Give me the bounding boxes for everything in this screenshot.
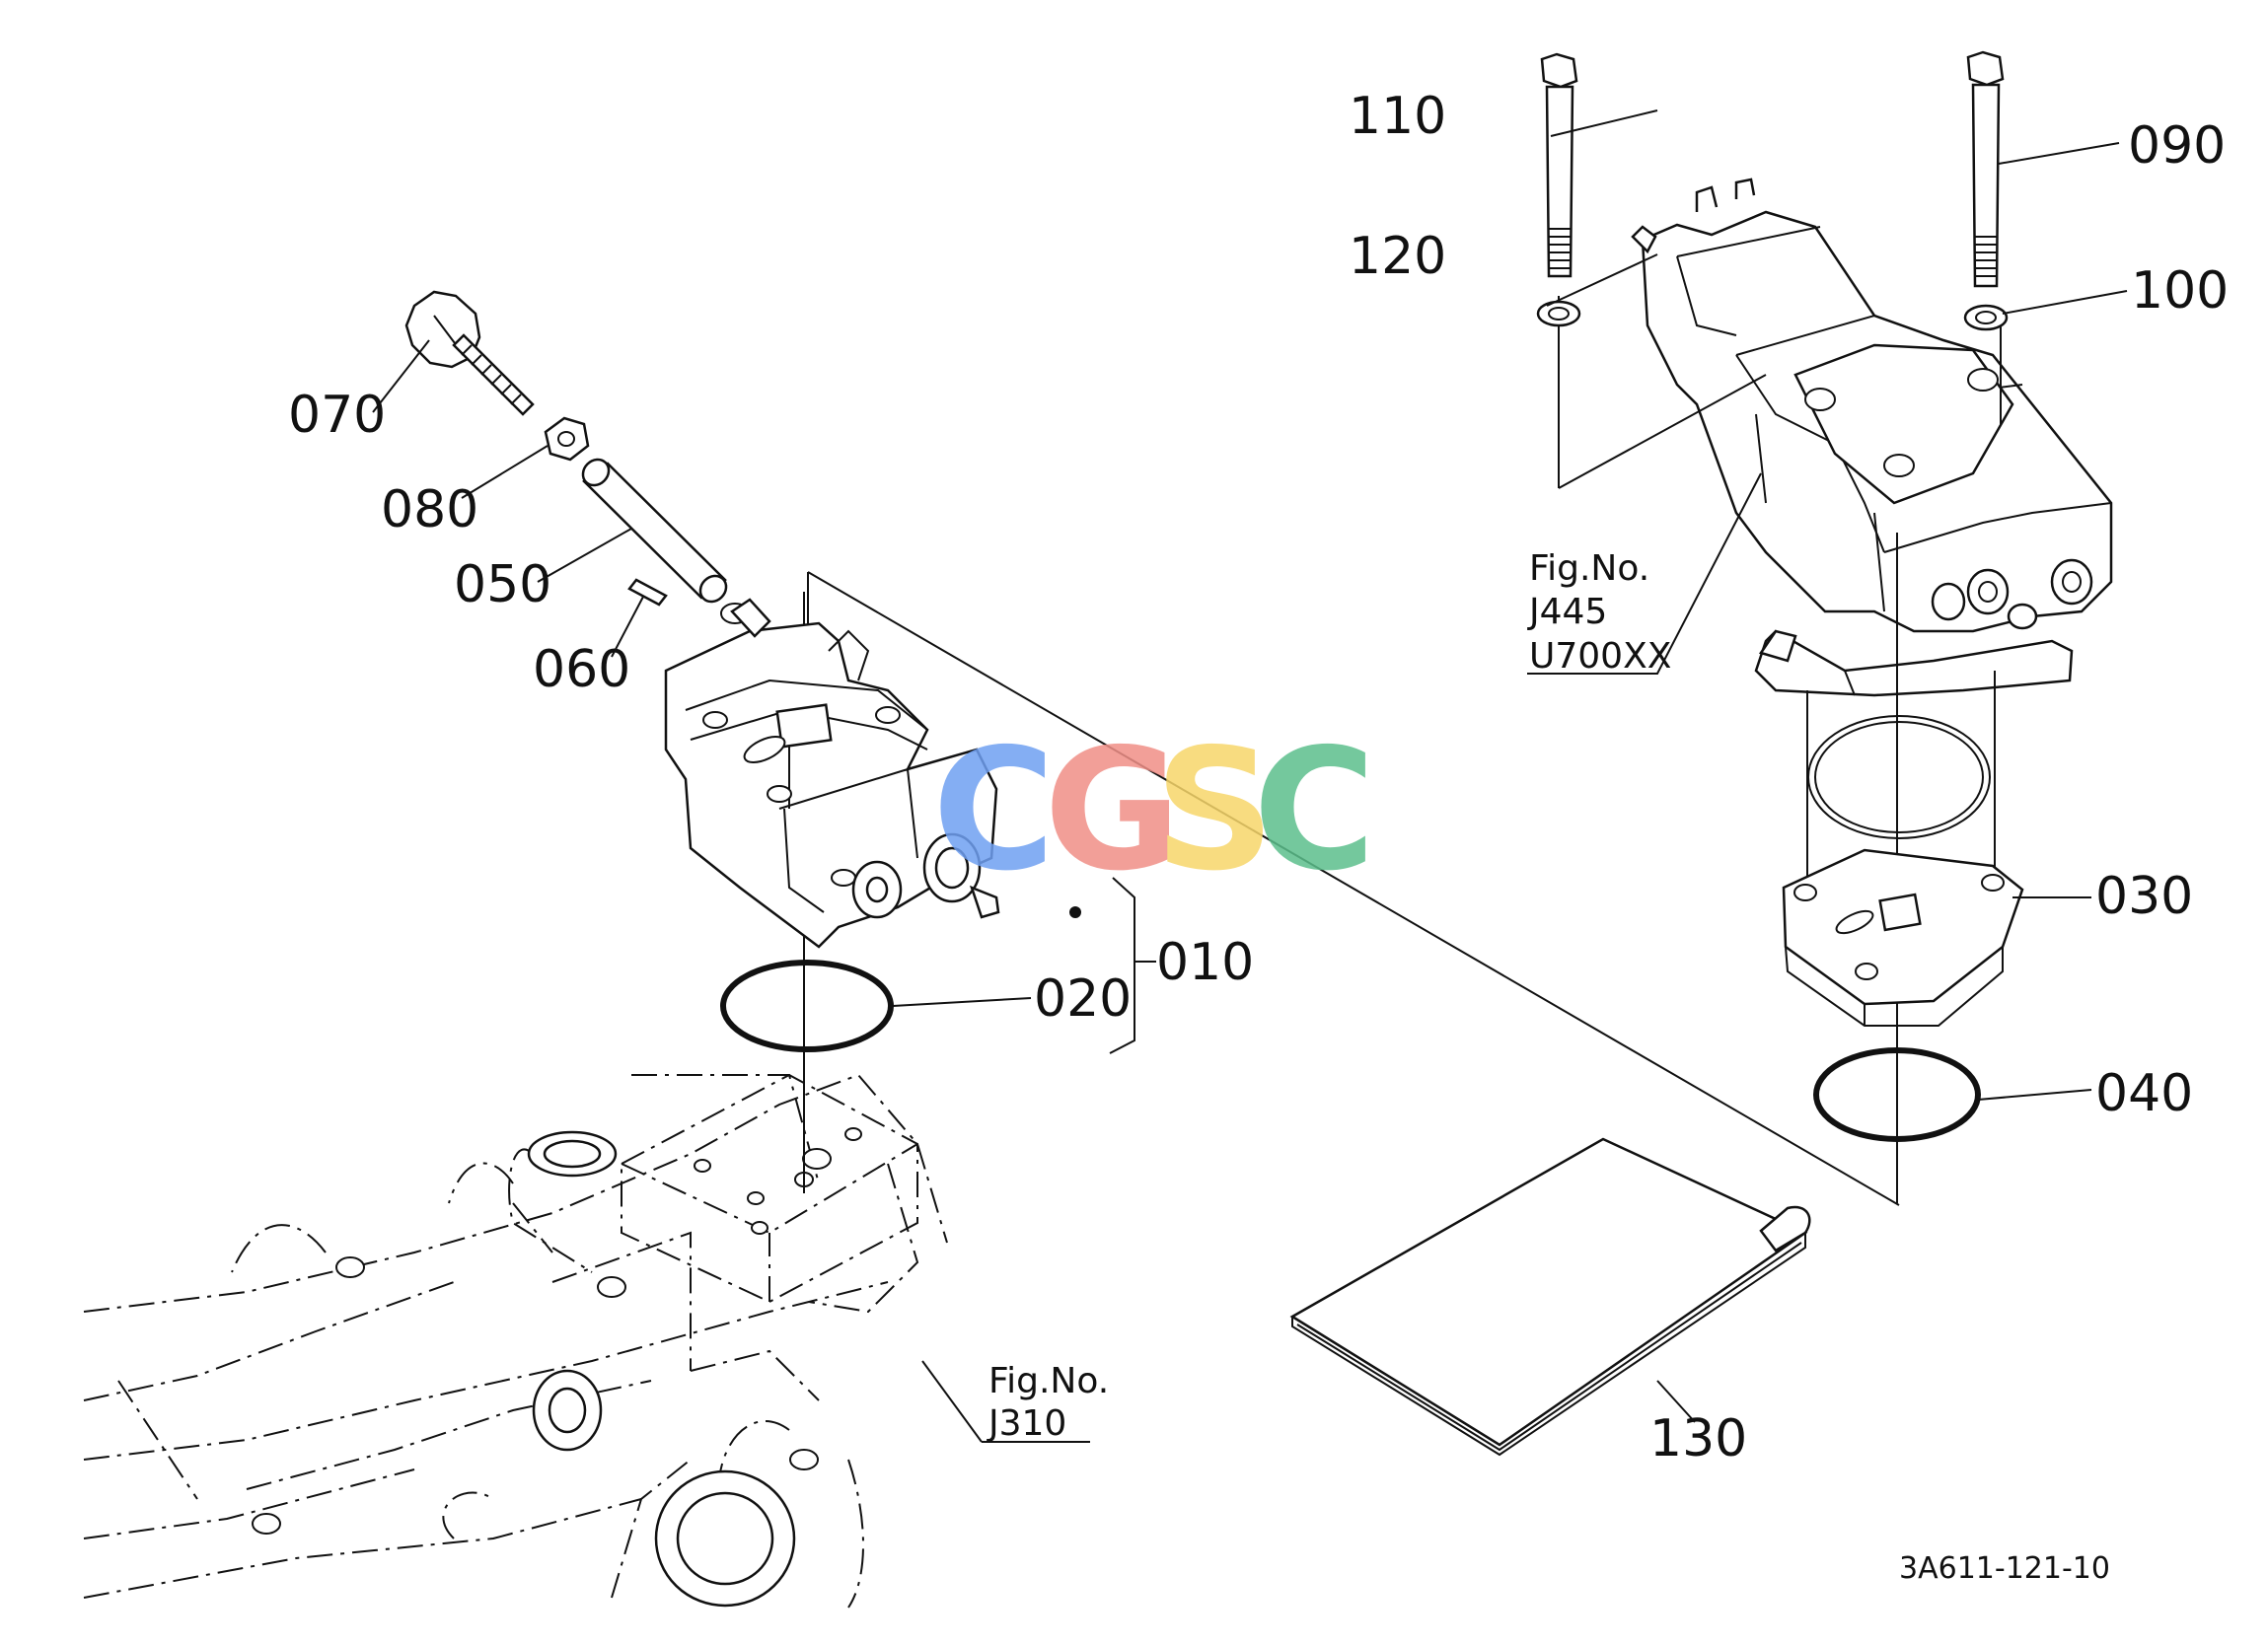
washer-100 bbox=[1963, 304, 2009, 331]
watermark: C G S C bbox=[932, 713, 1376, 908]
figure-ref-lower-label: Fig.No. bbox=[988, 1361, 1109, 1401]
spring-pin bbox=[627, 578, 771, 638]
o-ring-040 bbox=[1813, 1047, 1981, 1142]
document-id: 3A611-121-10 bbox=[1899, 1551, 2110, 1586]
adapter-plate bbox=[1782, 848, 2024, 1027]
washer-120 bbox=[1536, 300, 1581, 327]
watermark-letter-4: C bbox=[1253, 713, 1376, 908]
callout-100: 100 bbox=[2131, 261, 2229, 321]
callout-090: 090 bbox=[2128, 116, 2226, 176]
figure-ref-upper-label: Fig.No. bbox=[1529, 548, 1649, 589]
figure-ref-upper: Fig.No. J445 U700XX bbox=[1527, 548, 1671, 677]
callout-040: 040 bbox=[2095, 1064, 2193, 1123]
callout-010: 010 bbox=[1156, 933, 1254, 992]
guide-tube bbox=[581, 458, 728, 604]
bolt-110 bbox=[1540, 52, 1578, 278]
callout-110: 110 bbox=[1349, 87, 1446, 146]
adjusting-knob bbox=[404, 290, 535, 416]
valve-assembly-upper bbox=[1631, 178, 2113, 633]
part-callouts: 070 080 050 060 020 010 110 120 090 100 … bbox=[288, 87, 2229, 1468]
callout-120: 120 bbox=[1349, 227, 1446, 286]
callout-020: 020 bbox=[1034, 969, 1132, 1029]
housing-mounting-pad bbox=[621, 1073, 918, 1304]
figure-ref-upper-num1: J445 bbox=[1527, 592, 1607, 632]
callout-130: 130 bbox=[1649, 1409, 1747, 1468]
housing-bosses bbox=[252, 1130, 819, 1608]
figure-ref-upper-num2: U700XX bbox=[1529, 636, 1671, 677]
figure-ref-lower: Fig.No. J310 bbox=[987, 1361, 1109, 1444]
operators-manual bbox=[1289, 1137, 1811, 1457]
watermark-letter-3: S bbox=[1154, 713, 1275, 908]
callout-050: 050 bbox=[454, 555, 551, 614]
spacer-nut bbox=[544, 416, 590, 462]
callout-070: 070 bbox=[288, 386, 386, 445]
bolt-090 bbox=[1966, 50, 2005, 288]
watermark-letter-1: C bbox=[932, 713, 1056, 908]
housing-outline bbox=[83, 1073, 948, 1609]
assembly-bracket-010 bbox=[1109, 877, 1156, 1054]
o-ring-020 bbox=[720, 960, 894, 1052]
leader-lines bbox=[372, 109, 2128, 1443]
callout-080: 080 bbox=[381, 480, 478, 539]
callout-060: 060 bbox=[533, 640, 630, 699]
watermark-letter-2: G bbox=[1044, 713, 1182, 908]
control-lever bbox=[1754, 629, 2074, 697]
o-ring-upper bbox=[1807, 715, 1991, 839]
figure-ref-lower-num1: J310 bbox=[987, 1403, 1066, 1444]
callout-030: 030 bbox=[2095, 867, 2193, 926]
control-valve-body bbox=[664, 603, 1081, 949]
